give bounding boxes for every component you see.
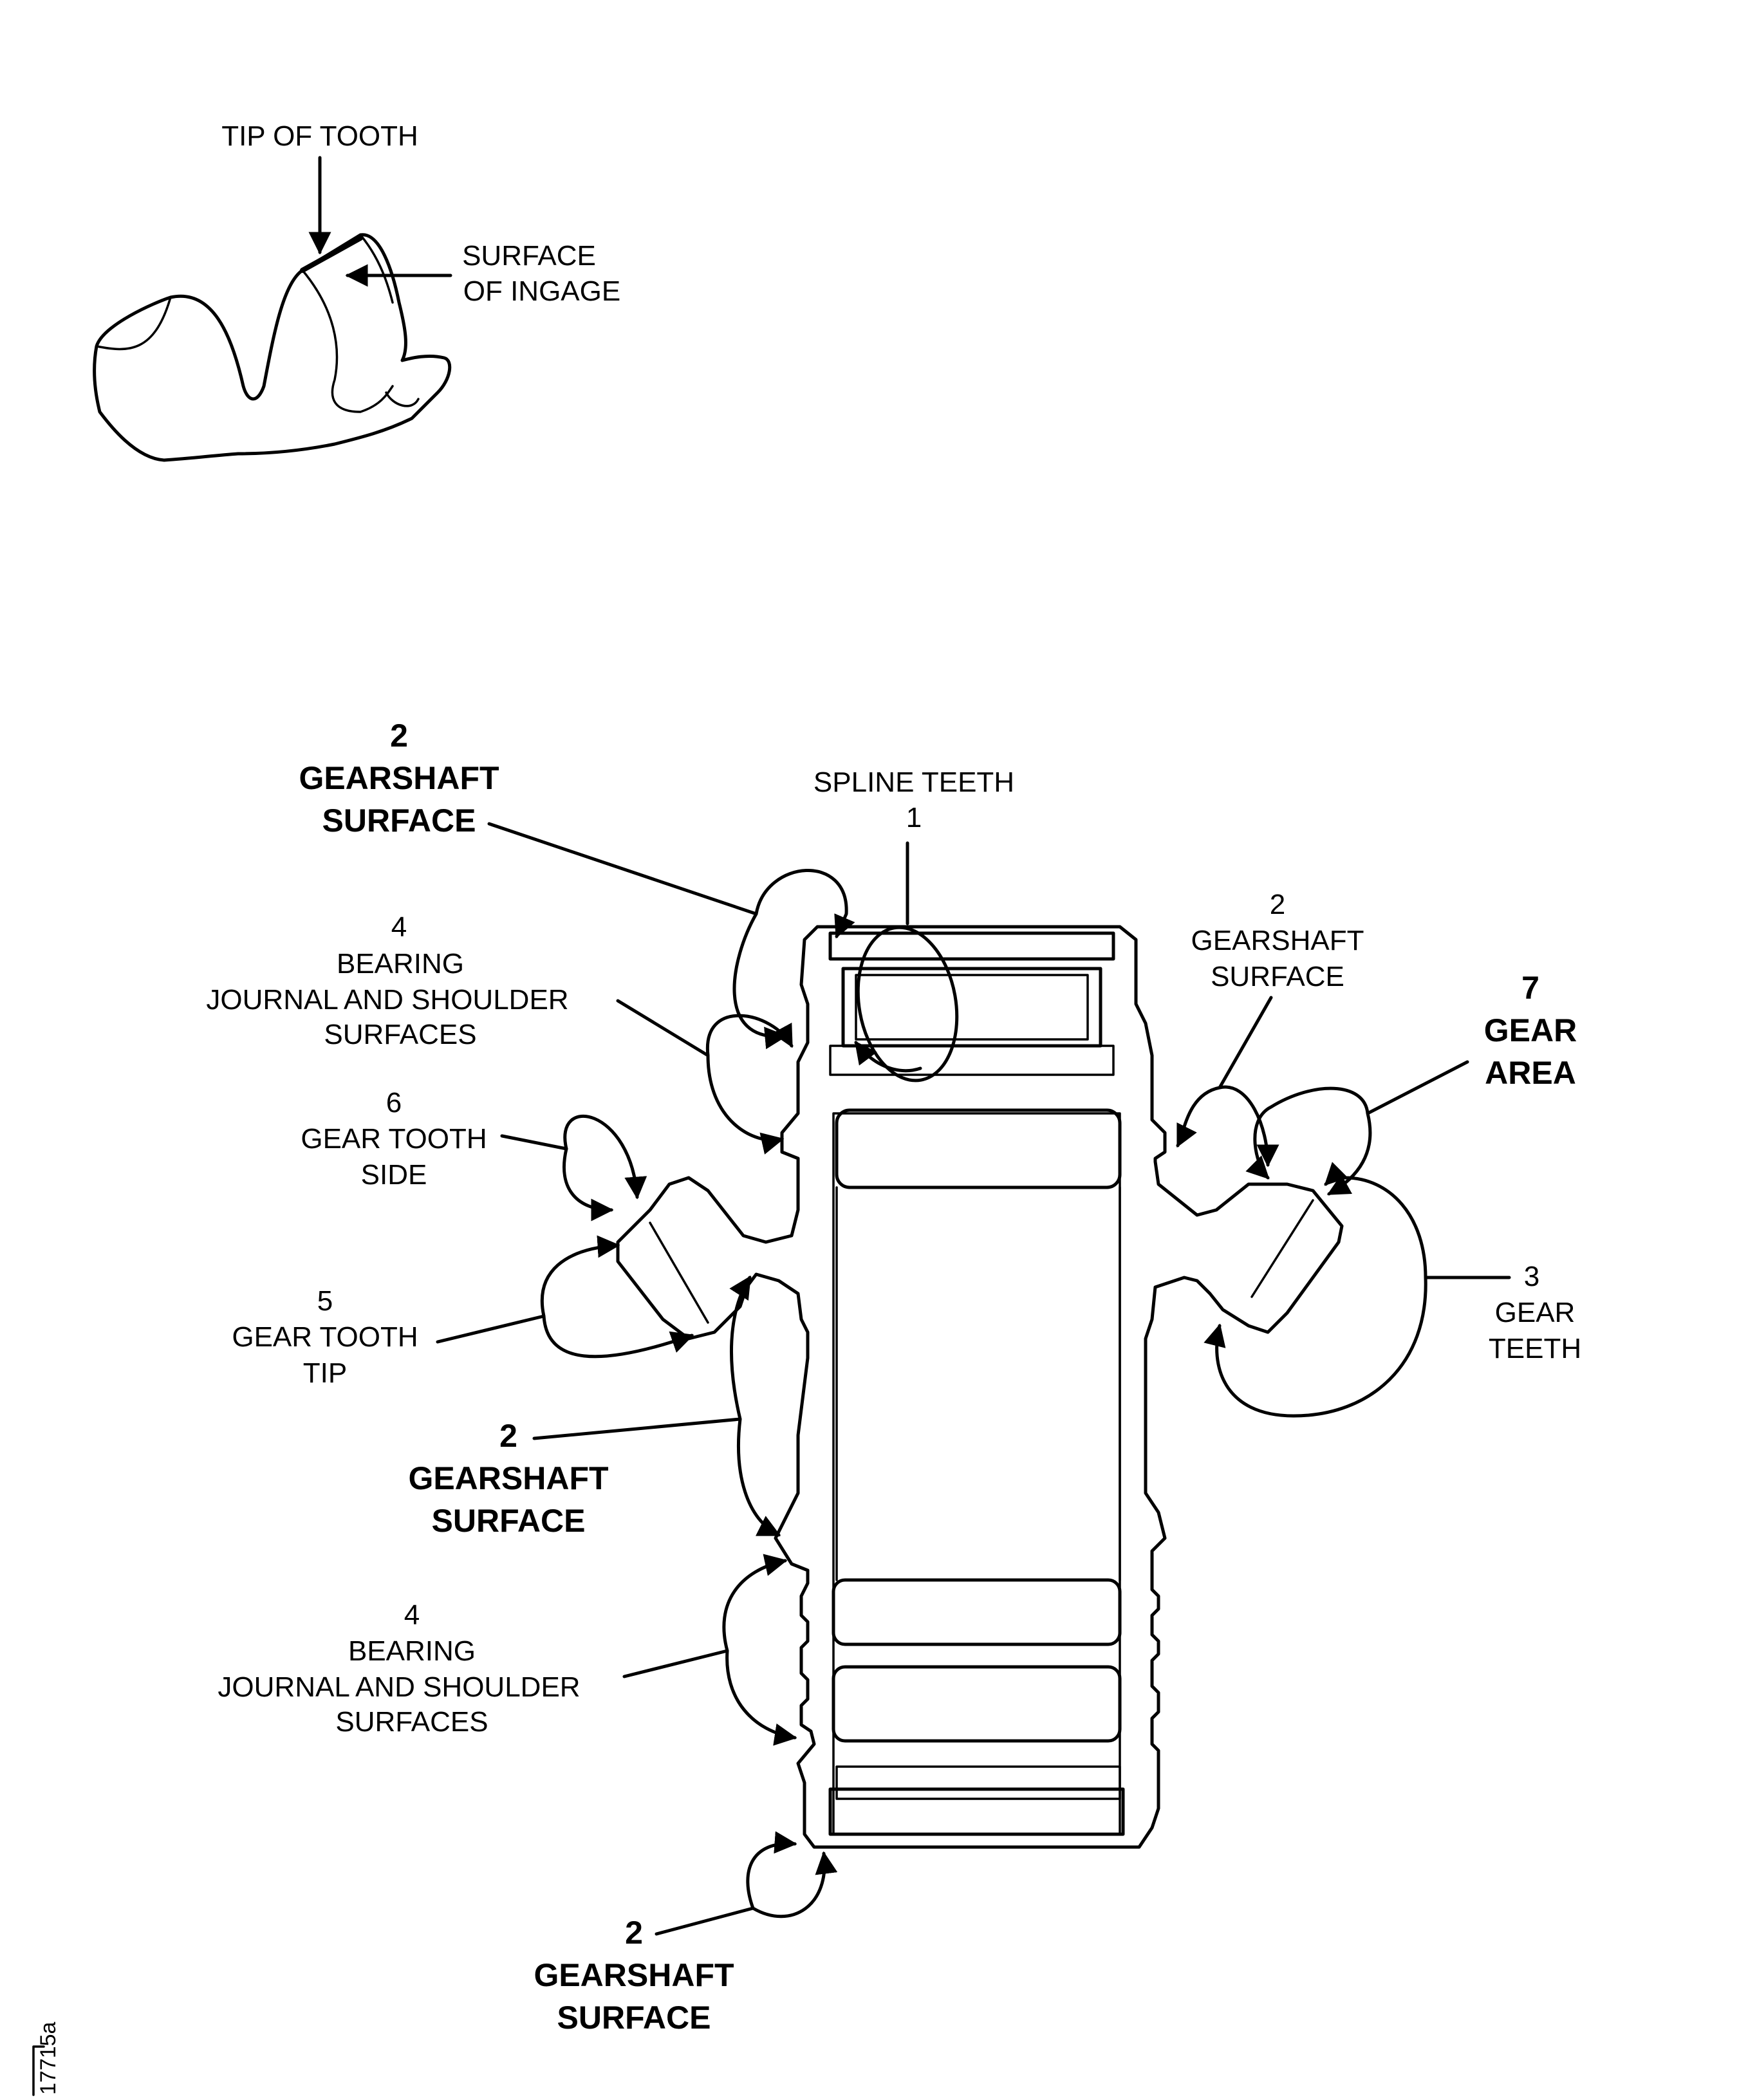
callout-line: SURFACE bbox=[432, 1503, 586, 1539]
callout-gear-teeth: 3 GEAR TEETH bbox=[1489, 1261, 1581, 1364]
callout-gearshaft-bottom: 2 GEARSHAFT SURFACE bbox=[534, 1915, 734, 2036]
callout-number: 2 bbox=[1270, 889, 1285, 920]
figure-id-mark: 17715a bbox=[32, 2021, 60, 2096]
callout-line: SURFACES bbox=[324, 1019, 476, 1050]
callout-line: SURFACES bbox=[335, 1706, 488, 1738]
callout-number: 2 bbox=[625, 1915, 643, 1951]
callout-line: TIP bbox=[303, 1357, 347, 1389]
callout-line: GEAR bbox=[1495, 1297, 1576, 1328]
callout-line: SURFACE bbox=[322, 803, 476, 839]
callout-line: AREA bbox=[1485, 1055, 1576, 1091]
bearing-lower-leader bbox=[622, 1554, 788, 1678]
callout-spline-teeth: SPLINE TEETH 1 bbox=[813, 767, 1014, 833]
gearshaft-right-leader bbox=[1176, 996, 1273, 1148]
callout-number: 6 bbox=[386, 1087, 402, 1119]
gearshaft-mid-left-leader bbox=[532, 1276, 752, 1440]
callout-gear-area: 7 GEAR AREA bbox=[1484, 970, 1577, 1091]
figure-id: 17715a bbox=[36, 2021, 60, 2095]
callout-line: BEARING bbox=[337, 948, 464, 980]
spline-teeth-loop bbox=[856, 925, 959, 1083]
callout-line: SURFACE bbox=[1211, 961, 1344, 992]
callout-label: SPLINE TEETH bbox=[813, 767, 1014, 798]
callout-gearshaft-top-left: 2 GEARSHAFT SURFACE bbox=[299, 718, 499, 839]
gearshaft-top-left-leader bbox=[487, 822, 788, 1050]
callout-number: 5 bbox=[317, 1285, 333, 1317]
callout-line: SURFACE bbox=[557, 2000, 711, 2036]
bearing-upper-leader bbox=[616, 999, 794, 1057]
callout-line: JOURNAL AND SHOULDER bbox=[218, 1671, 580, 1703]
gear-teeth-leader bbox=[1324, 1162, 1511, 1279]
gearshaft-bottom-leader bbox=[655, 1831, 797, 1936]
callout-number: 1 bbox=[906, 802, 922, 833]
callout-gear-tooth-side: 6 GEAR TOOTH SIDE bbox=[301, 1087, 487, 1191]
callout-line: GEARSHAFT bbox=[408, 1460, 608, 1496]
callout-line: GEARSHAFT bbox=[534, 1957, 734, 1993]
gear-tooth-tip-leader bbox=[436, 1235, 620, 1344]
callout-line: GEARSHAFT bbox=[1191, 925, 1364, 956]
callout-line: GEAR TOOTH bbox=[301, 1123, 487, 1155]
gear-tooth-side-leader bbox=[500, 1115, 647, 1200]
callout-line: GEAR bbox=[1484, 1012, 1577, 1048]
callout-gearshaft-right: 2 GEARSHAFT SURFACE bbox=[1191, 889, 1364, 992]
callout-number: 7 bbox=[1521, 970, 1539, 1006]
callout-number: 4 bbox=[404, 1599, 420, 1631]
callout-gearshaft-mid-left: 2 GEARSHAFT SURFACE bbox=[408, 1418, 608, 1539]
gear-area-leader bbox=[1245, 1060, 1469, 1180]
callout-line: TEETH bbox=[1489, 1333, 1581, 1364]
surface-of-ingage-line2: OF INGAGE bbox=[463, 275, 620, 307]
callout-number: 2 bbox=[390, 718, 408, 754]
callout-gear-tooth-tip: 5 GEAR TOOTH TIP bbox=[232, 1285, 418, 1389]
callout-bearing-lower: 4 BEARING JOURNAL AND SHOULDER SURFACES bbox=[218, 1599, 580, 1738]
callout-line: BEARING bbox=[348, 1635, 476, 1667]
callout-line: JOURNAL AND SHOULDER bbox=[206, 984, 568, 1016]
callout-number: 2 bbox=[499, 1418, 517, 1454]
callout-line: SIDE bbox=[361, 1159, 427, 1191]
tip-of-tooth-label: TIP OF TOOTH bbox=[221, 120, 418, 152]
surface-of-ingage-line1: SURFACE bbox=[462, 240, 596, 272]
callout-number: 3 bbox=[1524, 1261, 1539, 1292]
callout-bearing-upper: 4 BEARING JOURNAL AND SHOULDER SURFACES bbox=[206, 911, 568, 1050]
callout-number: 4 bbox=[391, 911, 407, 943]
callout-line: GEAR TOOTH bbox=[232, 1321, 418, 1353]
callout-line: GEARSHAFT bbox=[299, 760, 499, 796]
tooth-detail-drawing bbox=[93, 233, 452, 462]
gearshaft-body bbox=[616, 925, 1344, 1849]
